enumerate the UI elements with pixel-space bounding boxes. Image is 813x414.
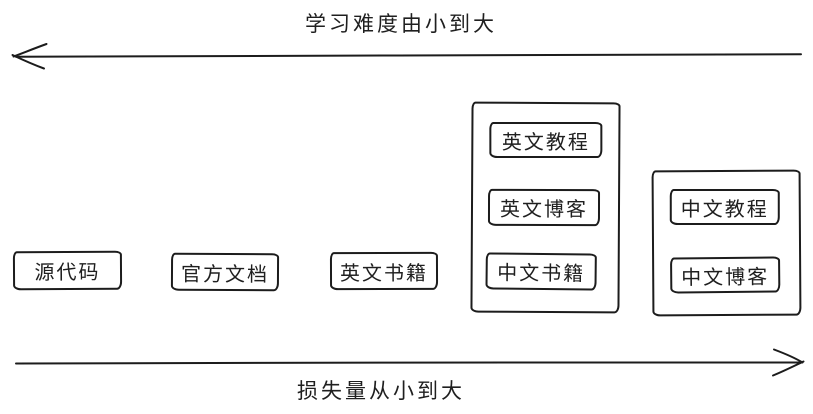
group-box-1: 英文教程 英文博客 中文书籍 xyxy=(470,101,621,314)
top-axis-label: 学习难度由小到大 xyxy=(305,13,497,36)
item-box-chinese-blogs: 中文博客 xyxy=(670,256,781,294)
item-box-official-docs: 官方文档 xyxy=(170,252,280,292)
item-box-source-code: 源代码 xyxy=(12,250,123,291)
item-label: 英文教程 xyxy=(501,131,590,154)
left-arrow-icon xyxy=(11,43,802,70)
right-arrow-icon xyxy=(15,348,805,377)
group-box-2: 中文教程 中文博客 xyxy=(651,169,802,317)
item-box-chinese-tutorials: 中文教程 xyxy=(669,188,780,226)
item-label: 英文书籍 xyxy=(339,262,429,285)
item-box-english-tutorials: 英文教程 xyxy=(489,121,603,159)
item-box-english-books: 英文书籍 xyxy=(329,251,439,291)
item-label: 源代码 xyxy=(34,261,101,285)
item-box-chinese-books: 中文书籍 xyxy=(485,252,597,291)
bottom-axis-label: 损失量从小到大 xyxy=(297,380,465,403)
item-label: 中文教程 xyxy=(680,198,769,221)
item-box-english-blogs: 英文博客 xyxy=(487,188,601,227)
item-label: 中文书籍 xyxy=(497,262,586,286)
item-label: 中文博客 xyxy=(681,266,770,289)
item-label: 官方文档 xyxy=(180,263,270,286)
item-label: 英文博客 xyxy=(499,198,589,222)
